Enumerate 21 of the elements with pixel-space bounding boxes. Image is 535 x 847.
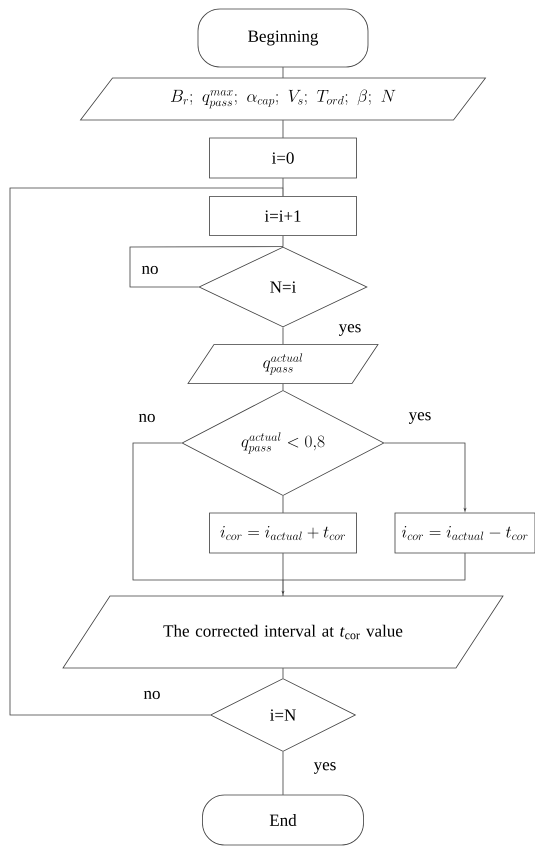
- connector-line: [282, 236, 284, 248]
- edge-label: yes: [408, 411, 432, 425]
- connector-line: [282, 384, 284, 390]
- terminal-box: Beginning: [198, 8, 368, 68]
- edge-label: no: [140, 264, 160, 276]
- connector-line: [282, 752, 284, 795]
- process-box: $i_{cor}=i_{actual}-t_{cor}$: [394, 512, 535, 554]
- connector-line: [282, 327, 284, 344]
- process-box: i=0: [209, 138, 357, 178]
- connector-line: [282, 67, 284, 78]
- connector-line: [282, 553, 466, 596]
- terminal-box: End: [202, 794, 364, 846]
- connector-line: [10, 188, 284, 716]
- connector-line: [130, 246, 284, 288]
- process-box: $i_{cor}=i_{actual}+t_{cor}$: [209, 512, 357, 554]
- connector-line: [282, 668, 284, 678]
- connector-line: [282, 120, 284, 138]
- connector-line: [282, 496, 284, 513]
- edge-label: no: [138, 412, 156, 424]
- process-box: i=i+1: [209, 196, 357, 236]
- edge-label: yes: [312, 761, 338, 775]
